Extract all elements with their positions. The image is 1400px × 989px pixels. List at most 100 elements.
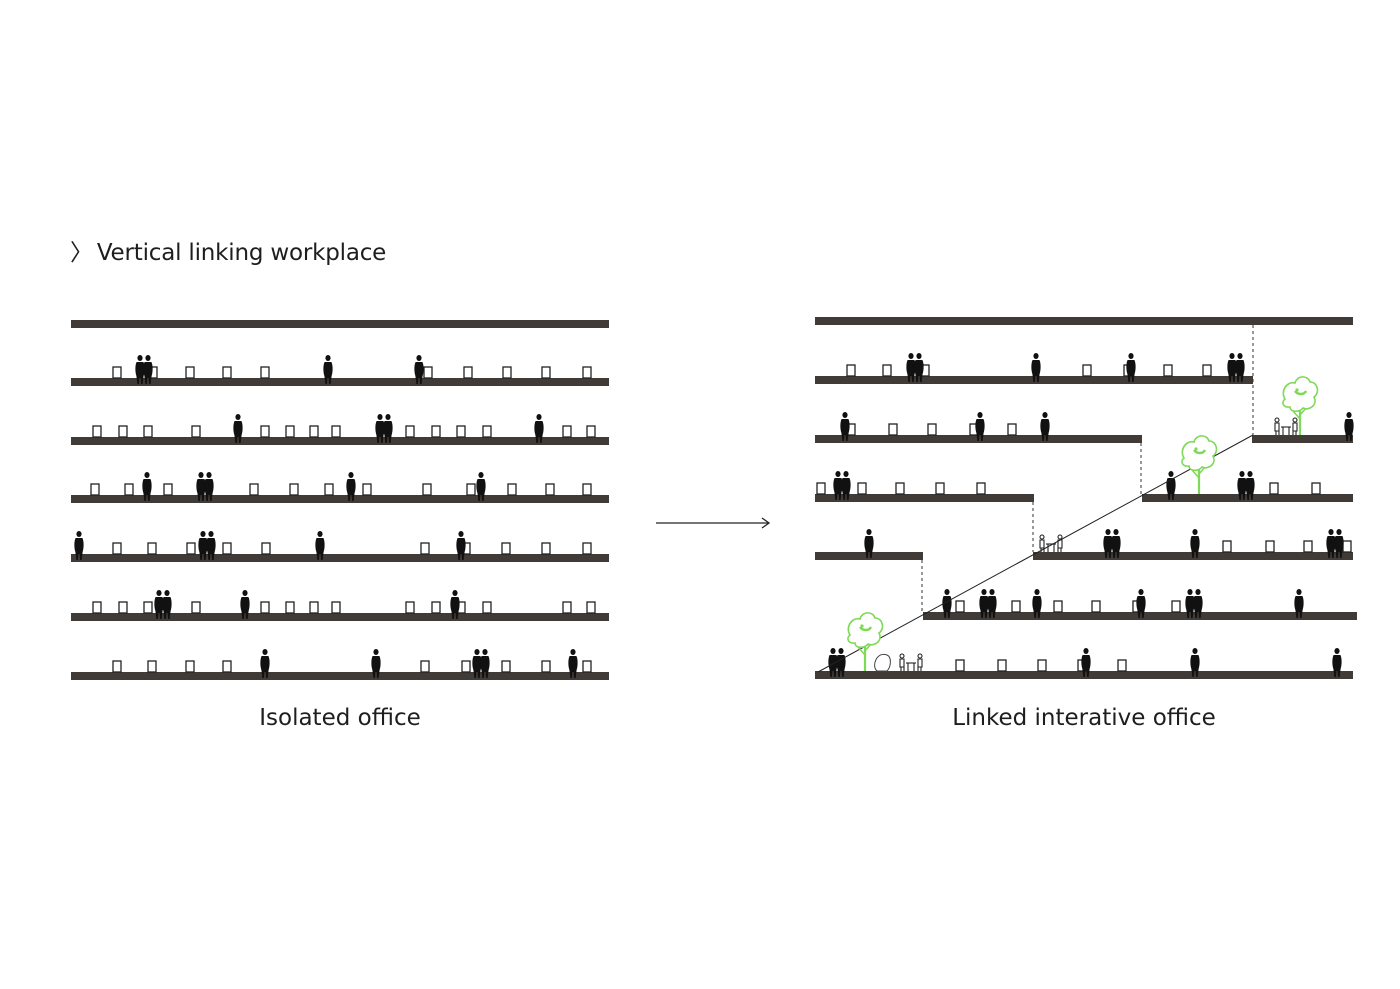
desk-chair	[420, 542, 430, 555]
desk-chair	[90, 483, 100, 496]
desk-chair	[846, 364, 856, 377]
desk-chair	[422, 483, 432, 496]
desk-chair	[1265, 540, 1275, 553]
desk-chair	[1163, 364, 1173, 377]
desk-chair	[420, 660, 430, 673]
desk-chair	[118, 425, 128, 438]
desk-chair	[955, 600, 965, 613]
desk-chair	[222, 660, 232, 673]
desk-chair	[501, 542, 511, 555]
floor-slab	[71, 554, 609, 562]
desk-chair	[466, 483, 476, 496]
desk-chair	[143, 425, 153, 438]
desk-chair	[1011, 600, 1021, 613]
desk-chair	[1303, 540, 1313, 553]
floor-slab	[71, 320, 609, 328]
desk-chair	[309, 425, 319, 438]
desk-chair	[92, 425, 102, 438]
desk-chair	[507, 483, 517, 496]
desk-chair	[289, 483, 299, 496]
desk-chair	[362, 483, 372, 496]
floor-slab	[815, 494, 1034, 502]
floor-slab	[71, 672, 609, 680]
floor-slab	[71, 495, 609, 503]
desk-chair	[1222, 540, 1232, 553]
desk-chair	[285, 425, 295, 438]
desk-chair	[888, 423, 898, 436]
chevron-right-icon: 〉	[70, 240, 93, 266]
desk-chair	[562, 425, 572, 438]
desk-chair	[92, 601, 102, 614]
desk-chair	[582, 542, 592, 555]
desk-chair	[331, 601, 341, 614]
desk-chair	[331, 425, 341, 438]
linked-office-caption: Linked interative office	[952, 705, 1216, 731]
meeting-table-icon	[899, 653, 923, 672]
desk-chair	[1269, 482, 1279, 495]
desk-chair	[222, 366, 232, 379]
desk-chair	[324, 483, 334, 496]
desk-chair	[582, 483, 592, 496]
desk-chair	[147, 542, 157, 555]
isolated-office-caption: Isolated office	[259, 705, 421, 731]
floor-slab	[815, 317, 1353, 325]
desk-chair	[191, 601, 201, 614]
desk-chair	[1342, 540, 1352, 553]
transition-arrow	[656, 517, 771, 529]
desk-chair	[186, 542, 196, 555]
desk-chair	[882, 364, 892, 377]
desk-chair	[309, 601, 319, 614]
desk-chair	[976, 482, 986, 495]
desk-chair	[423, 366, 433, 379]
section-heading: 〉Vertical linking workplace	[70, 233, 386, 267]
desk-chair	[927, 423, 937, 436]
desk-chair	[816, 482, 826, 495]
floor-slab	[1252, 435, 1353, 443]
desk-chair	[118, 601, 128, 614]
isolated-office-section	[71, 320, 609, 680]
desk-chair	[1091, 600, 1101, 613]
floor-slab	[71, 613, 609, 621]
desk-chair	[112, 366, 122, 379]
desk-chair	[1202, 364, 1212, 377]
desk-chair	[222, 542, 232, 555]
desk-chair	[501, 660, 511, 673]
desk-chair	[935, 482, 945, 495]
desk-chair	[586, 601, 596, 614]
desk-chair	[260, 425, 270, 438]
desk-chair	[541, 542, 551, 555]
floor-slab	[71, 437, 609, 445]
desk-chair	[163, 483, 173, 496]
desk-chair	[582, 366, 592, 379]
desk-chair	[261, 542, 271, 555]
desk-chair	[143, 601, 153, 614]
desk-chair	[260, 601, 270, 614]
desk-chair	[997, 659, 1007, 672]
desk-chair	[112, 660, 122, 673]
meeting-table-icon	[1274, 417, 1298, 436]
desk-chair	[249, 483, 259, 496]
desk-chair	[1007, 423, 1017, 436]
floor-slab	[71, 378, 609, 386]
desk-chair	[461, 660, 471, 673]
desk-chair	[482, 601, 492, 614]
desk-chair	[541, 366, 551, 379]
desk-chair	[1311, 482, 1321, 495]
desk-chair	[147, 660, 157, 673]
desk-chair	[541, 660, 551, 673]
desk-chair	[586, 425, 596, 438]
desk-chair	[545, 483, 555, 496]
desk-chair	[124, 483, 134, 496]
desk-chair	[562, 601, 572, 614]
desk-chair	[112, 542, 122, 555]
desk-chair	[456, 425, 466, 438]
section-heading-text: Vertical linking workplace	[96, 240, 387, 266]
desk-chair	[431, 425, 441, 438]
desk-chair	[1053, 600, 1063, 613]
linking-ramp	[817, 434, 1254, 673]
desk-chair	[260, 366, 270, 379]
desk-chair	[502, 366, 512, 379]
floor-slab	[815, 552, 923, 560]
desk-chair	[405, 425, 415, 438]
